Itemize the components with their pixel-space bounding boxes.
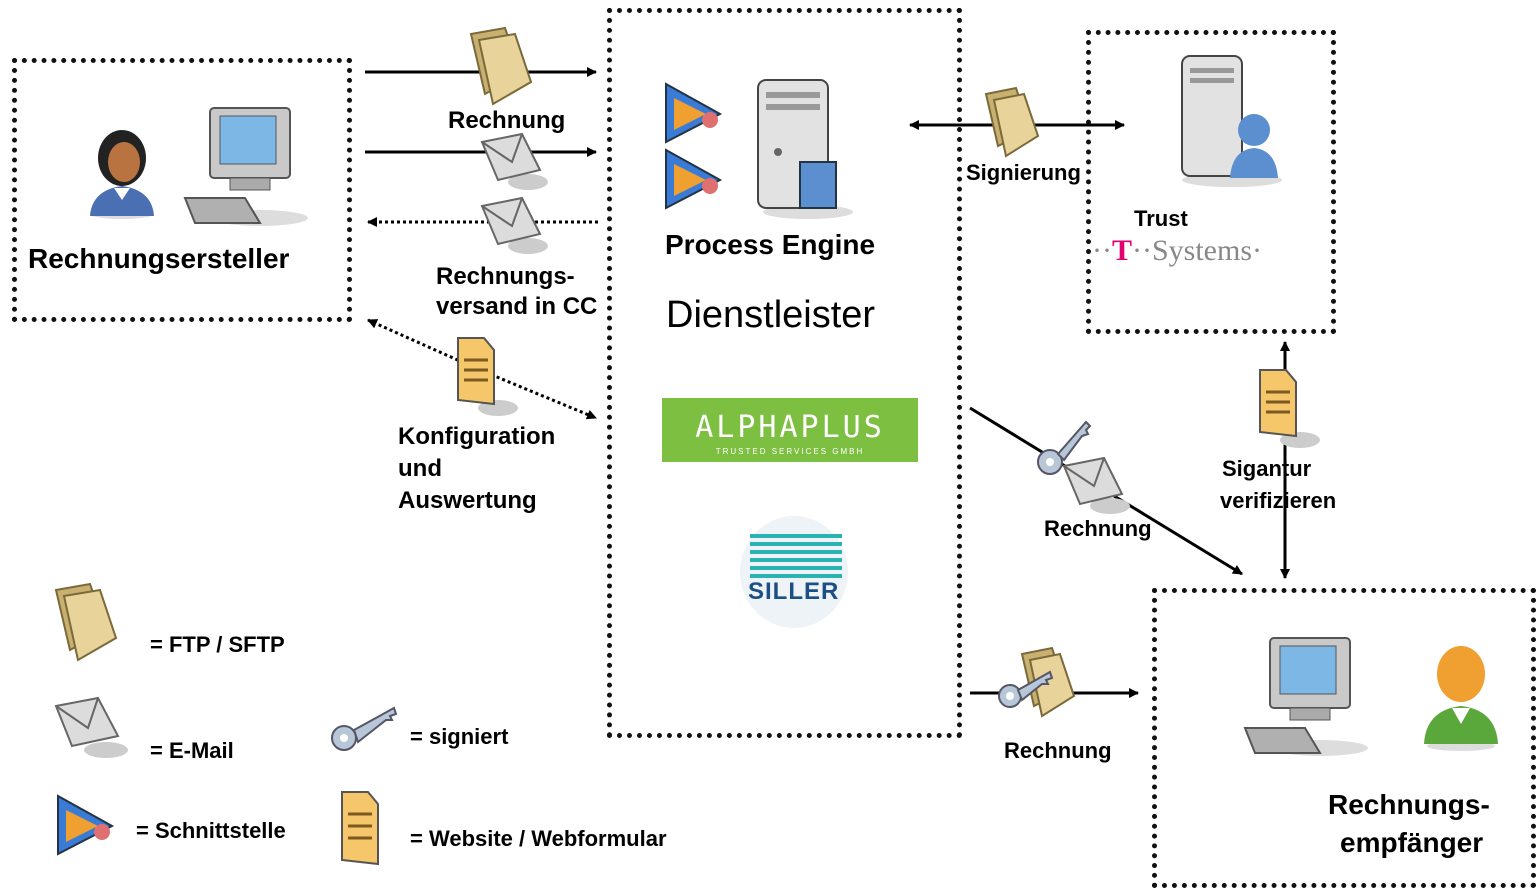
arrow-config-right: [479, 368, 597, 420]
edge-label-verify-line1: Sigantur: [1222, 456, 1312, 481]
edge-label-cc-line1: Rechnungs-: [436, 263, 575, 290]
interface-icon: [665, 82, 723, 144]
key-icon: [998, 670, 1054, 708]
legend-signed-label: = signiert: [410, 724, 509, 749]
edge-label-invoice-ftp: Rechnung: [448, 107, 566, 134]
edge-label-verify-line2: verifizieren: [1220, 488, 1337, 513]
edge-label-config-line3: Auswertung: [398, 487, 537, 514]
user-icon: [1424, 646, 1498, 751]
edge-label-signed-mail: Rechnung: [1044, 516, 1152, 541]
legend-interface-icon: [57, 794, 115, 856]
recipient-box: [1152, 588, 1536, 888]
user-icon: [90, 130, 154, 219]
server-icon: [757, 79, 853, 219]
tsystems-logo: ··T··Systems·: [1092, 234, 1263, 267]
legend-folder-icon: [54, 582, 118, 662]
legend-document-icon: [341, 791, 379, 866]
tsystems-logo-text: Systems: [1151, 234, 1253, 267]
document-icon: [457, 337, 518, 416]
tsystems-logo-t: T: [1111, 234, 1132, 267]
legend-interface-label: = Schnittstelle: [136, 818, 286, 843]
creator-box: [12, 58, 352, 322]
edge-label-config-line2: und: [398, 455, 442, 482]
computer-icon: [1243, 637, 1368, 756]
envelope-icon: [480, 196, 548, 254]
edge-label-signed-ftp: Rechnung: [1004, 738, 1112, 763]
key-icon: [1037, 420, 1092, 475]
engine-title: Process Engine: [665, 229, 876, 260]
legend-website-label: = Website / Webformular: [410, 826, 667, 851]
siller-logo-graphic: [740, 516, 848, 628]
legend-envelope-icon: [54, 696, 128, 758]
alphaplus-logo-name: ALPHAPLUS: [695, 410, 885, 445]
legend-key-icon: [331, 706, 398, 751]
engine-box: [607, 8, 962, 738]
folder-icon: [984, 86, 1040, 158]
recipient-label-line2: empfänger: [1340, 827, 1484, 858]
trust-label: Trust: [1134, 206, 1188, 231]
legend-email-label: = E-Mail: [150, 738, 234, 763]
interface-icon: [665, 148, 723, 210]
envelope-icon: [480, 132, 548, 190]
engine-provider: Dienstleister: [666, 294, 876, 336]
alphaplus-logo-sub: TRUSTED SERVICES GMBH: [715, 447, 865, 456]
edge-label-cc-line2: versand in CC: [436, 293, 598, 320]
siller-logo-text: SILLER: [748, 578, 840, 605]
envelope-icon: [1062, 456, 1130, 514]
recipient-label-line1: Rechnungs-: [1328, 789, 1490, 820]
computer-icon: [183, 107, 308, 226]
trust-box: [1086, 30, 1336, 334]
edge-label-config-line1: Konfiguration: [398, 423, 556, 450]
folder-icon: [469, 26, 533, 106]
document-icon: [1259, 369, 1320, 448]
legend-ftp-label: = FTP / SFTP: [150, 632, 285, 657]
trust-server-icon: [1181, 55, 1282, 187]
edge-label-signing: Signierung: [966, 160, 1081, 185]
creator-label: Rechnungsersteller: [28, 243, 290, 274]
alphaplus-logo: ALPHAPLUS TRUSTED SERVICES GMBH: [662, 398, 918, 462]
